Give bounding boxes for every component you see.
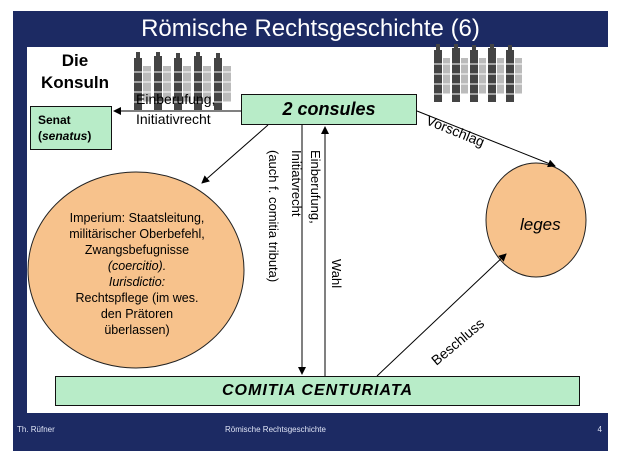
footer-author: Th. Rüfner [17,425,55,434]
imperium-line-2: militärischer Oberbefehl, [69,227,205,241]
wahl-label: Wahl [329,259,344,289]
senat-latin: senatus [42,129,88,143]
comitia-box: COMITIA CENTURIATA [55,376,580,406]
soldiers-left-image [132,52,234,110]
leges-ellipse [485,162,587,278]
einberufung-vertical-1: Einberufung, [308,150,323,224]
imperium-ellipse [27,171,245,369]
imperium-line-7: den Prätoren [100,307,174,321]
einberufung-label: Einberufung, [136,91,216,107]
imperium-line-8: überlassen) [104,323,170,337]
comitia-label: COMITIA CENTURIATA [221,382,413,399]
imperium-text: Imperium: Staatsleitung, militärischer O… [38,210,236,338]
arrow-beschluss-to-leges [376,253,507,377]
soldiers-right-image [432,44,526,102]
senat-box: Senat (senatus) [30,106,112,150]
leges-label: leges [520,215,561,234]
title-bar: Römische Rechtsgeschichte (6) [13,11,608,47]
left-rail [13,47,27,413]
imperium-line-6: Rechtspflege (im wes. [75,291,199,305]
arrow-consules-to-leges [416,110,556,168]
einberufung-vertical-3: (auch f. comitia tributa) [266,150,281,283]
footer-page-number: 4 [597,425,602,434]
heading-line-konsuln: Konsuln [41,73,109,92]
imperium-line-4: (coercitio). [107,259,167,273]
einberufung-vertical-2: Initiatvrecht [289,150,304,217]
initiativrecht-label: Initiativrecht [136,111,211,127]
consules-label: 2 consules [282,99,376,119]
slide-title: Römische Rechtsgeschichte (6) [141,15,480,42]
senat-latin-line: (senatus) [38,129,92,143]
consules-box: 2 consules [241,94,417,125]
footer-title: Römische Rechtsgeschichte [225,425,326,434]
senat-label: Senat [38,113,71,127]
imperium-line-3: Zwangsbefugnisse [84,243,190,257]
heading-line-die: Die [61,51,89,70]
footer-bar: Th. Rüfner Römische Rechtsgeschichte 4 [13,413,608,451]
slide-heading: Die Konsuln [30,50,120,94]
arrow-consules-to-imperium [201,124,269,184]
imperium-line-1: Imperium: Staatsleitung, [69,211,205,225]
imperium-line-5: Iurisdictio: [108,275,166,289]
